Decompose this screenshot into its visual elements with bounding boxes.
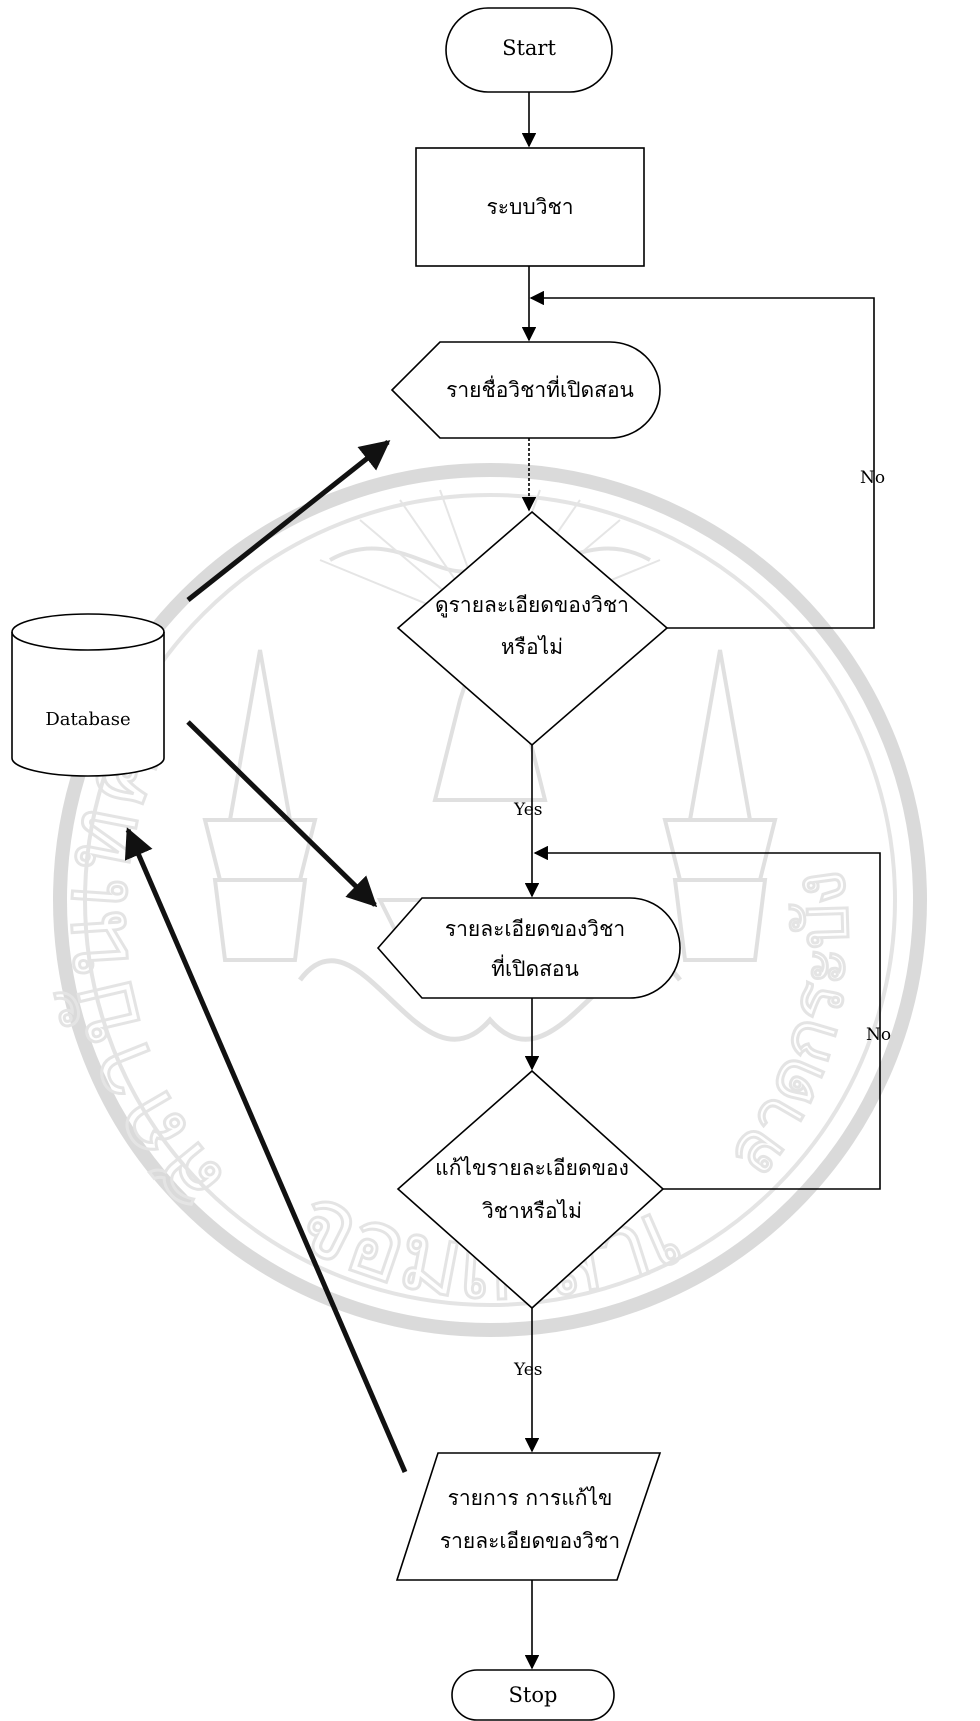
edge-decision1-no-loop	[529, 290, 875, 629]
edit-list-io	[395, 1452, 662, 1581]
open-subjects-label: รายชื่อวิชาที่เปิดสอน	[446, 378, 634, 402]
stop-terminator	[451, 1669, 615, 1721]
subject-details-label-line2: ที่เปิดสอน	[491, 957, 579, 981]
edge-decision2-no-loop	[533, 845, 881, 1190]
edit-decision-label-line1: แก้ไขรายละเอียดของ	[435, 1156, 629, 1180]
edit-list-label-line1: รายการ การแก้ไข	[447, 1486, 613, 1510]
subject-system-label: ระบบวิชา	[486, 195, 574, 219]
open-subjects-display	[390, 341, 661, 439]
database-label: Database	[45, 709, 131, 730]
view-decision-label-line2: หรือไม่	[500, 635, 564, 659]
subject-details-label-line1: รายละเอียดของวิชา	[444, 917, 626, 941]
no-label-2: No	[866, 1025, 892, 1045]
stop-label: Stop	[508, 1683, 558, 1707]
io-to-db-arrow	[124, 827, 408, 1473]
yes-label-1: Yes	[514, 800, 543, 820]
subject-details-display	[376, 897, 681, 999]
db-to-subjects-arrow	[186, 440, 391, 602]
start-label: Start	[502, 36, 556, 60]
database-cylinder	[11, 613, 165, 777]
yes-label-2: Yes	[514, 1360, 543, 1380]
view-decision-label-line1: ดูรายละเอียดของวิชา	[435, 593, 629, 617]
db-to-details-arrow	[186, 720, 378, 908]
subject-system-process	[415, 147, 645, 267]
edit-list-label-line2: รายละเอียดของวิชา	[439, 1529, 621, 1553]
edit-decision-label-line2: วิชาหรือไม่	[482, 1199, 582, 1223]
no-label-1: No	[860, 468, 886, 488]
